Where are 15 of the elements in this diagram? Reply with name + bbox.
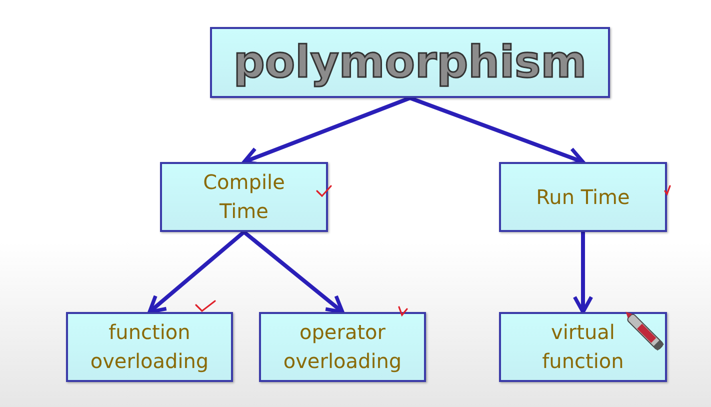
process-box: [499, 162, 667, 232]
node-text: Run Time: [536, 184, 630, 210]
process-box: [259, 312, 426, 382]
process-box: [66, 312, 233, 382]
node-text: operator overloading: [282, 319, 402, 375]
arrow: [148, 230, 246, 314]
arrow: [242, 230, 344, 314]
process-box: [210, 27, 610, 98]
process-box: [499, 312, 667, 382]
process-box: [160, 162, 328, 232]
title-text: polymorphism: [233, 38, 587, 88]
arrow: [572, 232, 594, 314]
node-text: function overloading: [90, 319, 210, 375]
node-text: Compile Time: [202, 169, 286, 225]
node-text: virtual function: [541, 319, 625, 375]
